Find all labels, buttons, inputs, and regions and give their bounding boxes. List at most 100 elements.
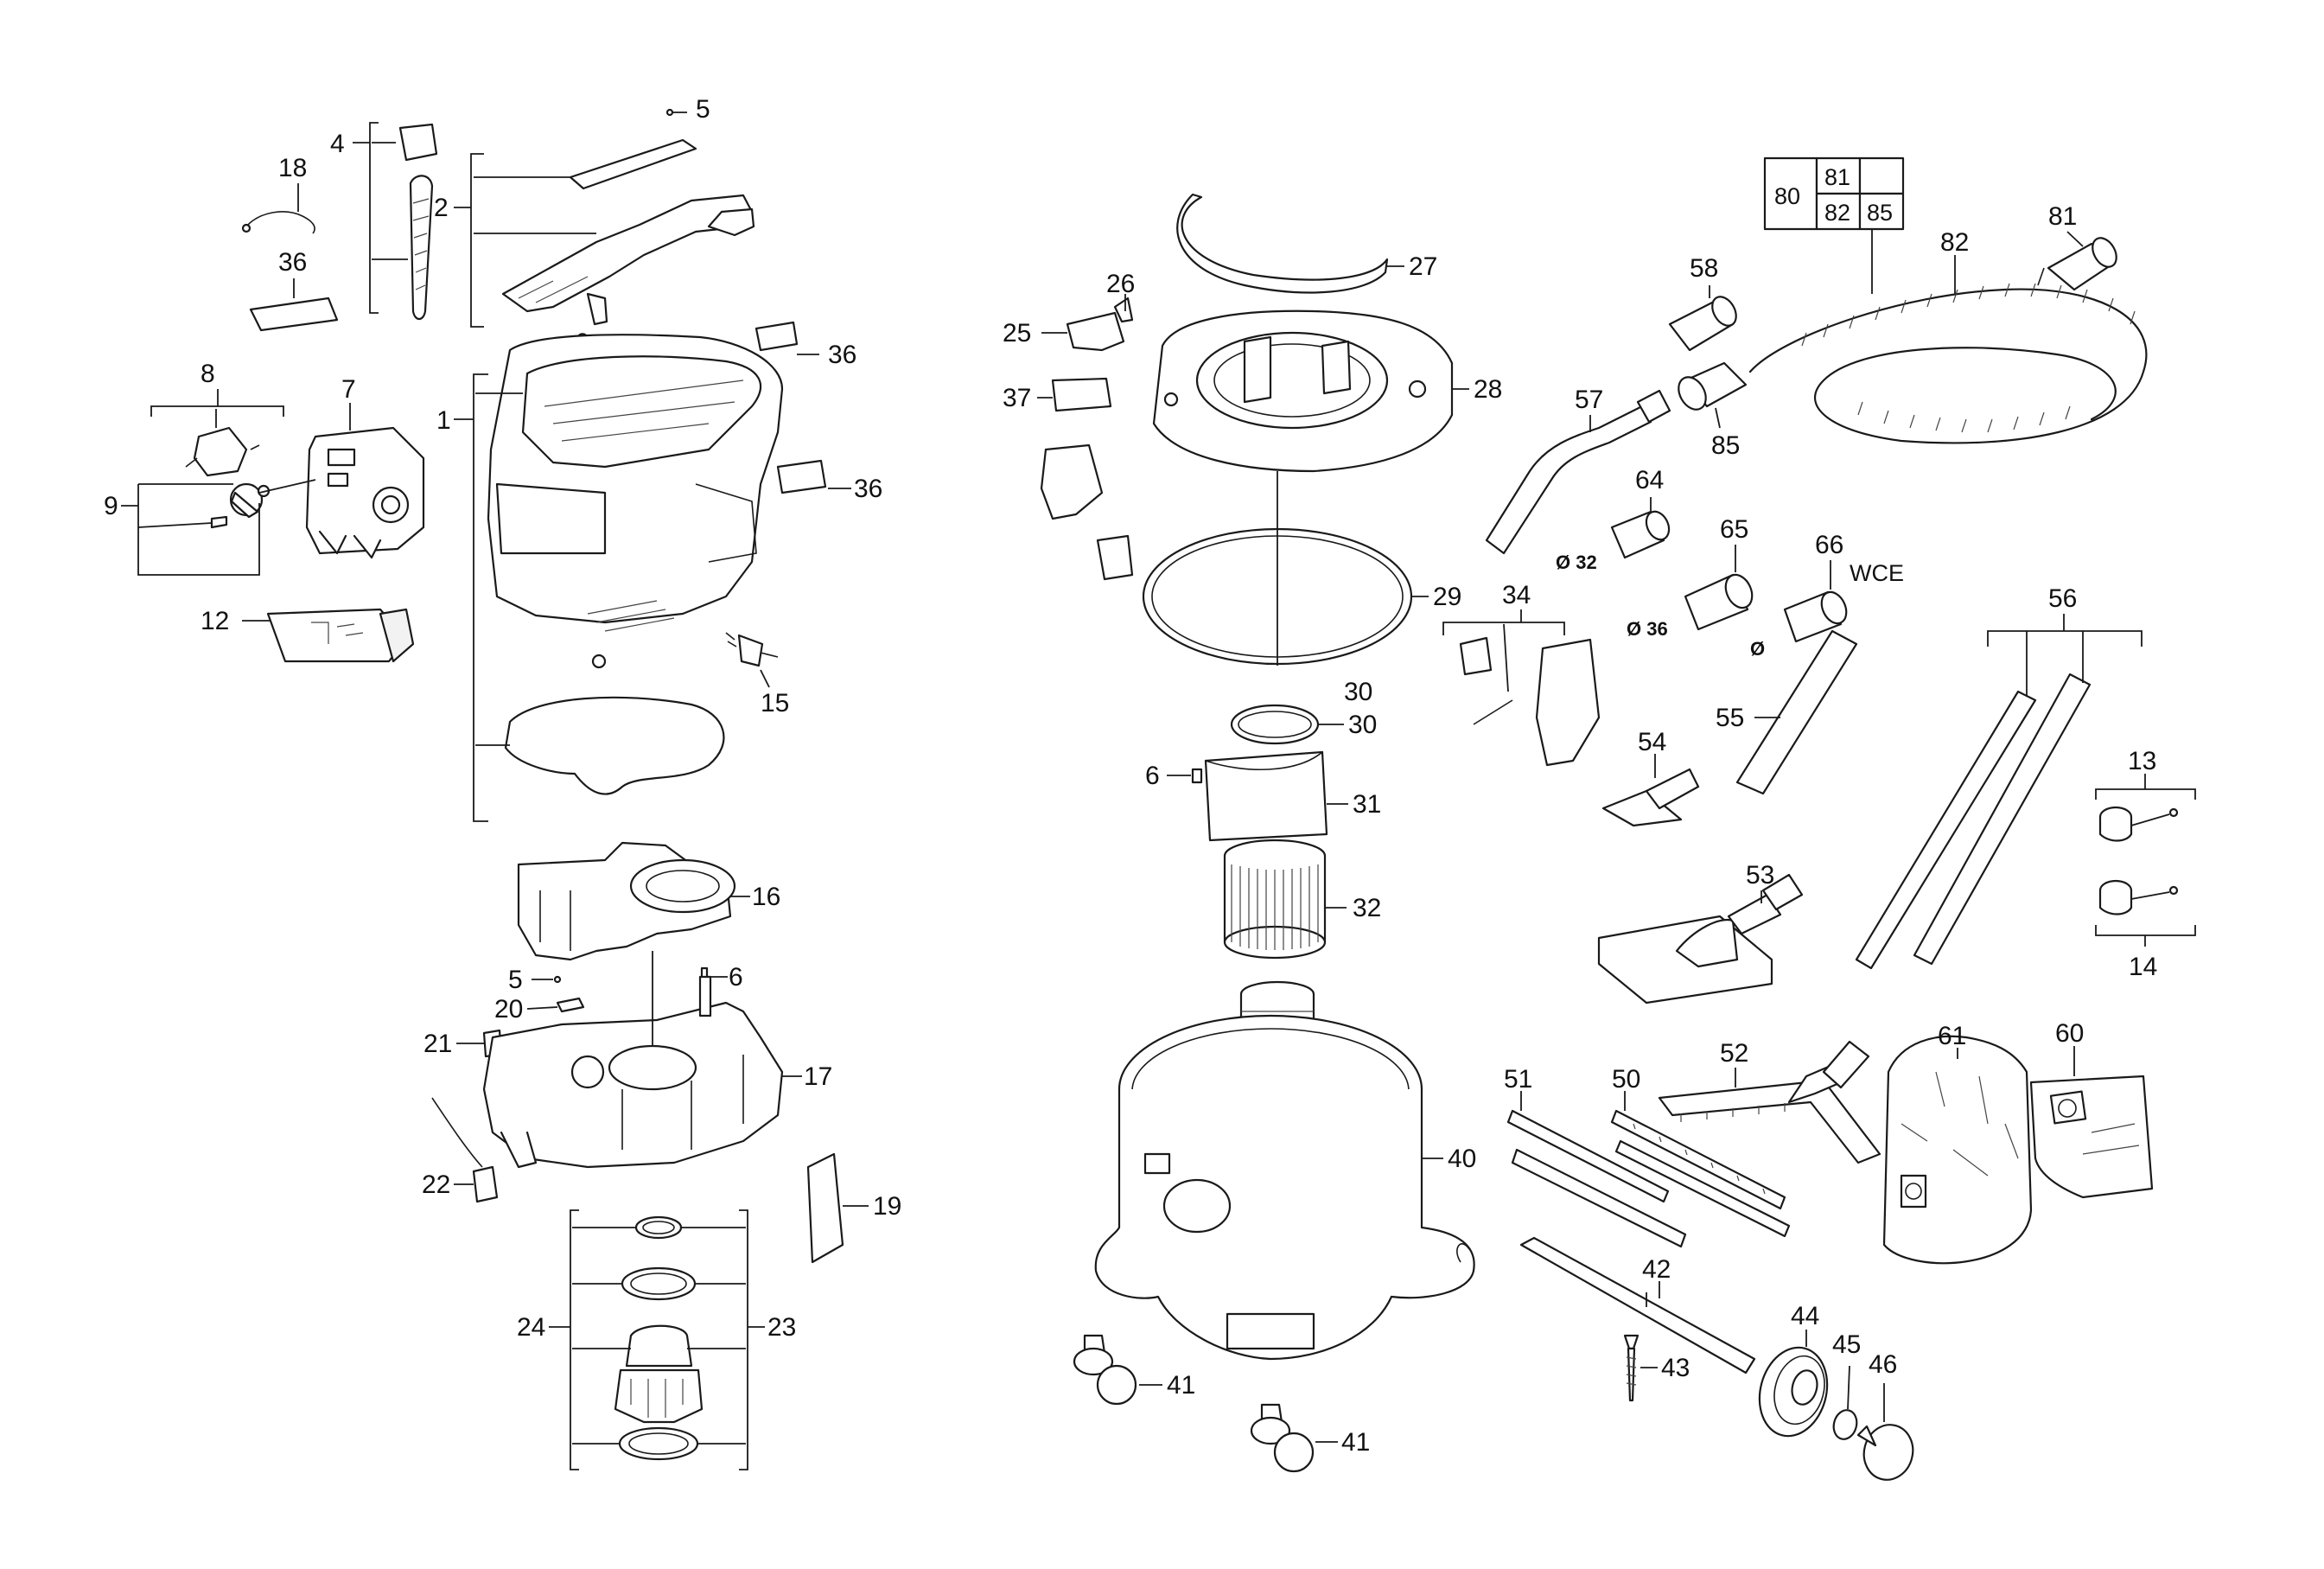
callout-7: 7 [341,375,356,404]
callout-57: 57 [1575,386,1603,414]
callout-13: 13 [2128,747,2156,775]
callout-24: 24 [517,1313,545,1342]
callout-36-left: 36 [278,248,307,277]
part-13-hose-clamp [2098,806,2179,842]
callout-22: 22 [422,1170,450,1199]
callout-44: 44 [1791,1302,1819,1330]
callout-85: 85 [1711,431,1740,460]
part-23-motor-assembly [614,1215,704,1461]
callout-14: 14 [2129,953,2157,981]
part-17-motor-base [482,975,784,1169]
part-36-label-upper [755,321,799,352]
callout-66: 66 [1815,531,1843,559]
part-1-motor-head-housing [487,334,784,795]
part-81-hose-cuff [2047,237,2117,291]
part-52-wet-dry-nozzle [1658,1040,1881,1164]
part-4-float-cage [398,123,438,321]
callout-26: 26 [1106,270,1135,298]
label-wce: WCE [1850,560,1904,586]
callout-5-lower: 5 [508,966,523,994]
part-16-motor-cover [517,841,736,961]
part-36-label-lower [776,459,827,494]
callout-41-right: 41 [1341,1428,1370,1457]
part-50-brush-strips [1610,1109,1791,1238]
callout-51: 51 [1504,1065,1532,1094]
part-41-castor-right [1250,1403,1315,1473]
part-12-circuit-board [266,608,415,663]
part-42-axle [1519,1236,1756,1374]
part-82-suction-hose [1748,267,2148,444]
callout-15: 15 [761,689,789,718]
part-34-accessory-holder [1459,636,1601,767]
callout-5-top: 5 [696,95,710,124]
part-18-cable [241,211,315,234]
part-8-switch [185,426,260,477]
part-latch-bracket-a [1040,443,1104,520]
part-26-clip [1113,297,1134,323]
callout-41-left: 41 [1167,1371,1195,1400]
callout-6-tank: 6 [1145,762,1160,790]
callout-31: 31 [1353,790,1381,819]
callout-1: 1 [436,406,451,435]
callout-28: 28 [1474,375,1502,404]
callout-30-upper: 30 [1344,678,1372,706]
label-diameter-32: Ø 32 [1556,552,1597,573]
part-55-crevice-nozzle [1735,629,1858,795]
part-54-upholstery-nozzle [1601,768,1700,827]
callout-81: 81 [2048,202,2077,231]
part-31-filter-cage [1204,750,1328,842]
callout-56: 56 [2048,584,2077,613]
callout-12: 12 [201,607,229,635]
callout-58: 58 [1690,254,1718,283]
callout-60: 60 [2055,1019,2084,1048]
part-46-hub-cap [1856,1424,1914,1481]
callout-21: 21 [423,1030,452,1058]
part-25-latch [1066,311,1125,352]
callout-43: 43 [1661,1354,1690,1382]
callout-65: 65 [1720,515,1748,544]
callout-8: 8 [201,360,215,388]
callout-17: 17 [804,1062,832,1091]
part-40-tank [1094,1014,1475,1361]
callout-82: 82 [1940,228,1969,257]
callout-36-upper: 36 [828,341,856,369]
part-51-squeegee-strips [1506,1109,1687,1248]
part-41-castor-left [1073,1334,1137,1406]
callout-25: 25 [1003,319,1031,348]
callout-9: 9 [104,492,118,520]
part-66-adapter-wce [1783,590,1848,643]
part-2-handle [501,138,755,326]
callout-2: 2 [434,194,449,222]
callout-32: 32 [1353,894,1381,922]
part-22-clip [472,1165,499,1203]
part-28-tank-lid [1152,309,1454,473]
callout-30-lower: 30 [1348,711,1377,739]
callout-19: 19 [873,1192,901,1221]
callout-40: 40 [1448,1145,1476,1173]
svg-text:82: 82 [1824,200,1850,226]
part-58-adapter [1668,296,1737,352]
part-7-switch-panel [305,426,425,559]
part-37-pad [1051,377,1112,412]
callout-46: 46 [1869,1350,1897,1379]
part-53-floor-nozzle [1597,873,1804,1005]
part-85-hose-cuff [1678,361,1748,411]
callout-61: 61 [1938,1022,1966,1050]
callout-55: 55 [1716,704,1744,732]
callout-16: 16 [752,883,780,911]
part-14-tube-clamp [2098,879,2179,915]
callout-42: 42 [1642,1255,1671,1284]
callout-6-lower: 6 [729,963,743,992]
callout-52: 52 [1720,1039,1748,1068]
callout-36-lower: 36 [854,475,882,503]
part-44-wheel [1758,1346,1829,1438]
callout-20: 20 [494,995,523,1024]
part-36-label-left [249,297,339,332]
part-27-seal-band [1176,193,1389,294]
part-latch-bracket-b [1096,534,1134,581]
callout-18: 18 [278,154,307,182]
part-56-extension-tubes [1855,673,2092,970]
hose-set-legend-box: 80 81 82 85 [1763,156,1905,231]
callout-45: 45 [1832,1330,1861,1359]
